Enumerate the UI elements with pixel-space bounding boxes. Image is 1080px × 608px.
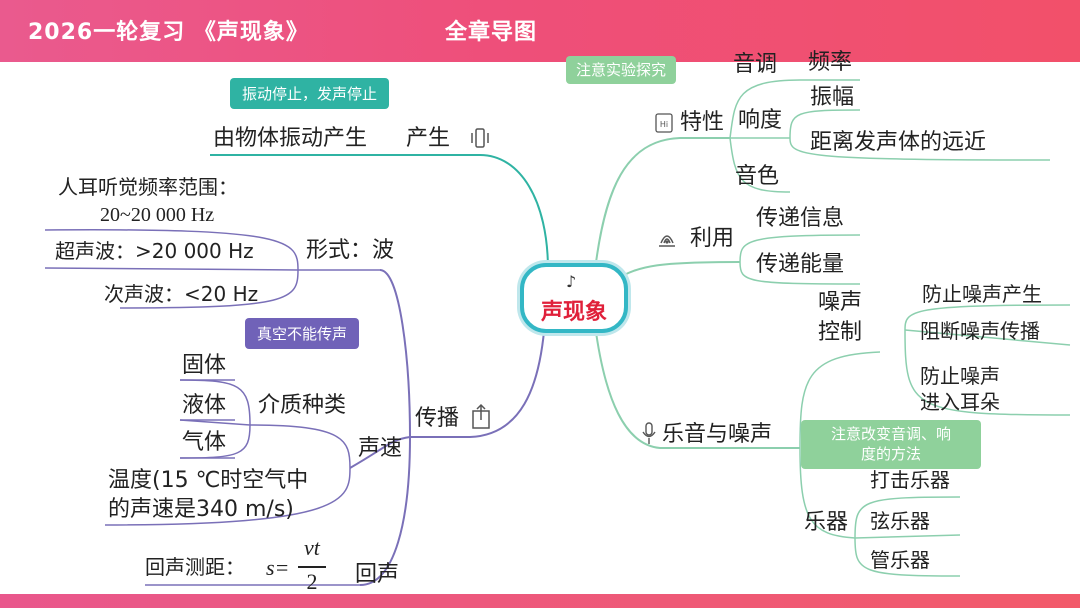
use-energy: 传递能量 (756, 252, 845, 277)
medium-type-label[interactable]: 介质种类 (258, 393, 347, 418)
instruments-label[interactable]: 乐器 (804, 510, 849, 535)
noise-control-line1: 噪声 (818, 290, 863, 315)
svg-text:Hi: Hi (660, 120, 668, 129)
footer-bar (0, 594, 1080, 608)
produce-detail: 由物体振动产生 (213, 126, 368, 151)
instrument-percussion: 打击乐器 (870, 468, 950, 492)
noise-protect-ear-line1: 防止噪声 (920, 364, 1000, 388)
speed-label[interactable]: 声速 (358, 436, 403, 461)
loudness-amplitude: 振幅 (810, 85, 855, 110)
medium-gas: 气体 (182, 430, 227, 455)
medium-solid: 固体 (182, 353, 227, 378)
echo-formula-lhs: s= (266, 555, 290, 580)
hearing-range-label: 人耳听觉频率范围： (58, 175, 238, 199)
wave-form-label[interactable]: 形式：波 (306, 238, 395, 263)
echo-formula-prefix: 回声测距： (145, 555, 245, 579)
noise-protect-ear: 防止噪声 进入耳朵 (920, 363, 1000, 415)
noise-control-line2: 控制 (818, 319, 863, 345)
page-subtitle: 全章导图 (445, 20, 538, 45)
pitch-label[interactable]: 音调 (733, 52, 778, 77)
instrument-string: 弦乐器 (870, 509, 930, 533)
echo-denominator: 2 (306, 569, 318, 594)
temperature-line2: 的声速是340 m/s) (108, 497, 294, 522)
properties-callout: 注意实验探究 (566, 56, 677, 85)
timbre-label[interactable]: 音色 (735, 164, 780, 189)
propagation-label[interactable]: 传播 (415, 406, 460, 431)
use-label[interactable]: 利用 (690, 226, 735, 251)
pitch-detail: 频率 (808, 50, 853, 75)
properties-label[interactable]: 特性 (680, 110, 725, 135)
echo-numerator: vt (304, 535, 320, 560)
medium-liquid: 液体 (182, 393, 227, 418)
vibrate-icon (471, 128, 489, 148)
page-title: 2026一轮复习 《声现象》 (28, 20, 309, 45)
noise-block-path: 阻断噪声传播 (920, 319, 1040, 343)
center-label: 声现象 (540, 300, 607, 325)
header-bar: 2026一轮复习 《声现象》 全章导图 (0, 0, 1080, 62)
loudness-label[interactable]: 响度 (738, 108, 783, 133)
upload-icon (472, 403, 490, 429)
instrument-wind: 管乐器 (870, 548, 930, 572)
loudness-distance: 距离发声体的远近 (810, 130, 987, 155)
music-noise-callout-line2: 度的方法 (860, 445, 921, 464)
music-noise-callout: 注意改变音调、响 度的方法 (801, 420, 981, 469)
center-node[interactable]: ♪ 声现象 (520, 263, 628, 333)
noise-control-label[interactable]: 噪声 控制 (818, 288, 862, 347)
mic-icon (642, 422, 656, 444)
noise-prevent-source: 防止噪声产生 (922, 282, 1042, 306)
propagation-callout: 真空不能传声 (245, 318, 360, 349)
hi-res-icon: Hi (655, 113, 673, 133)
echo-label[interactable]: 回声 (355, 562, 400, 587)
use-information: 传递信息 (756, 206, 845, 231)
signal-icon (659, 235, 675, 247)
noise-protect-ear-line2: 进入耳朵 (920, 390, 1000, 414)
music-noise-callout-line1: 注意改变音调、响 (830, 425, 951, 443)
temperature-line1: 温度(15 ℃时空气中 (108, 468, 309, 493)
guitar-icon: ♪ (566, 272, 577, 291)
produce-callout: 振动停止，发声停止 (230, 78, 390, 109)
ultrasound-item: 超声波：>20 000 Hz (55, 239, 254, 263)
hearing-range-value: 20~20 000 Hz (100, 204, 215, 226)
produce-label[interactable]: 产生 (406, 126, 451, 151)
fraction-bar (298, 566, 326, 568)
infrasound-item: 次声波：<20 Hz (104, 282, 259, 306)
music-noise-label[interactable]: 乐音与噪声 (662, 422, 773, 447)
